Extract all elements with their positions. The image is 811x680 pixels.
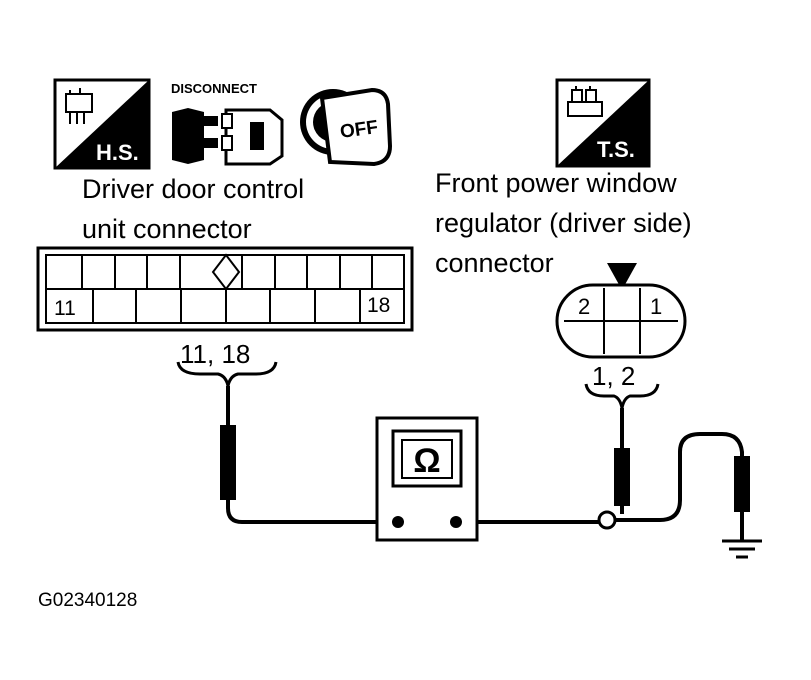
left-probe-tip bbox=[220, 425, 236, 500]
connector-lock-marker bbox=[607, 263, 637, 290]
disconnect-icon: DISCONNECT bbox=[171, 81, 284, 166]
figure-id: G02340128 bbox=[38, 590, 137, 611]
test-wiring bbox=[226, 386, 744, 540]
right-probe-tip bbox=[614, 448, 630, 506]
hs-label: H.S. bbox=[96, 140, 139, 165]
ohm-symbol: Ω bbox=[413, 442, 440, 480]
disconnect-label: DISCONNECT bbox=[171, 81, 257, 96]
right-connector-title-line3: connector bbox=[435, 248, 554, 278]
right-pin-2-label: 2 bbox=[578, 294, 590, 319]
right-connector-title-line2: regulator (driver side) bbox=[435, 208, 692, 238]
left-pin-11-label: 11 bbox=[54, 297, 76, 320]
front-power-window-regulator-connector: 2 1 bbox=[555, 263, 687, 359]
ground-icon bbox=[722, 539, 762, 559]
harness-side-icon: H.S. bbox=[53, 78, 151, 170]
driver-door-control-unit-connector: 11 18 bbox=[36, 246, 414, 332]
ignition-off-icon: OFF bbox=[300, 87, 393, 167]
left-probe-label: 11, 18 bbox=[180, 339, 250, 369]
ohmmeter: Ω bbox=[375, 416, 479, 542]
right-connector-title-line1: Front power window bbox=[435, 168, 677, 198]
left-connector-title-line2: unit connector bbox=[82, 214, 252, 244]
meter-terminal-left bbox=[392, 516, 404, 528]
terminal-side-icon: T.S. bbox=[555, 78, 651, 168]
ground-probe-tip bbox=[734, 456, 750, 512]
wire-junction bbox=[597, 510, 617, 530]
left-connector-title-line1: Driver door control bbox=[82, 174, 304, 204]
meter-terminal-right bbox=[450, 516, 462, 528]
ts-label: T.S. bbox=[597, 137, 635, 162]
right-probe-label: 1, 2 bbox=[592, 361, 635, 391]
left-pin-18-label: 18 bbox=[367, 294, 390, 317]
right-pin-1-label: 1 bbox=[650, 294, 662, 319]
off-label: OFF bbox=[339, 117, 380, 143]
